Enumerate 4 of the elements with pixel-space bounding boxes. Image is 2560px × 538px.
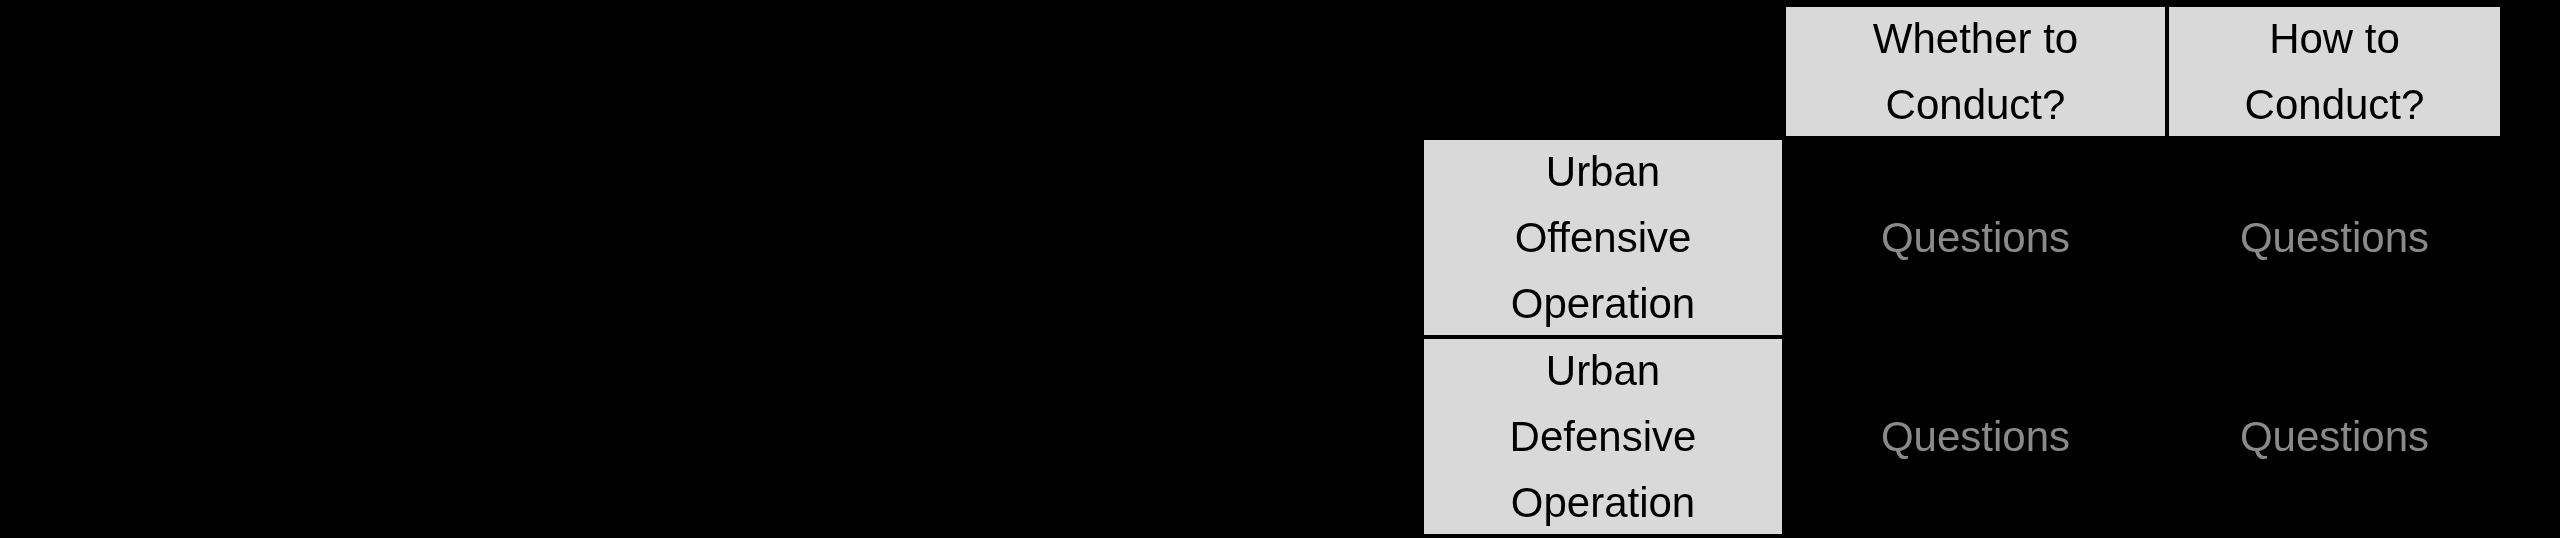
header-cell: Whether to Conduct? (1784, 5, 2167, 138)
header-cell: Urban Defensive Operation (1422, 337, 1784, 536)
header-cell: Urban Offensive Operation (1422, 138, 1784, 337)
header-cell: How to Conduct? (2167, 5, 2502, 138)
